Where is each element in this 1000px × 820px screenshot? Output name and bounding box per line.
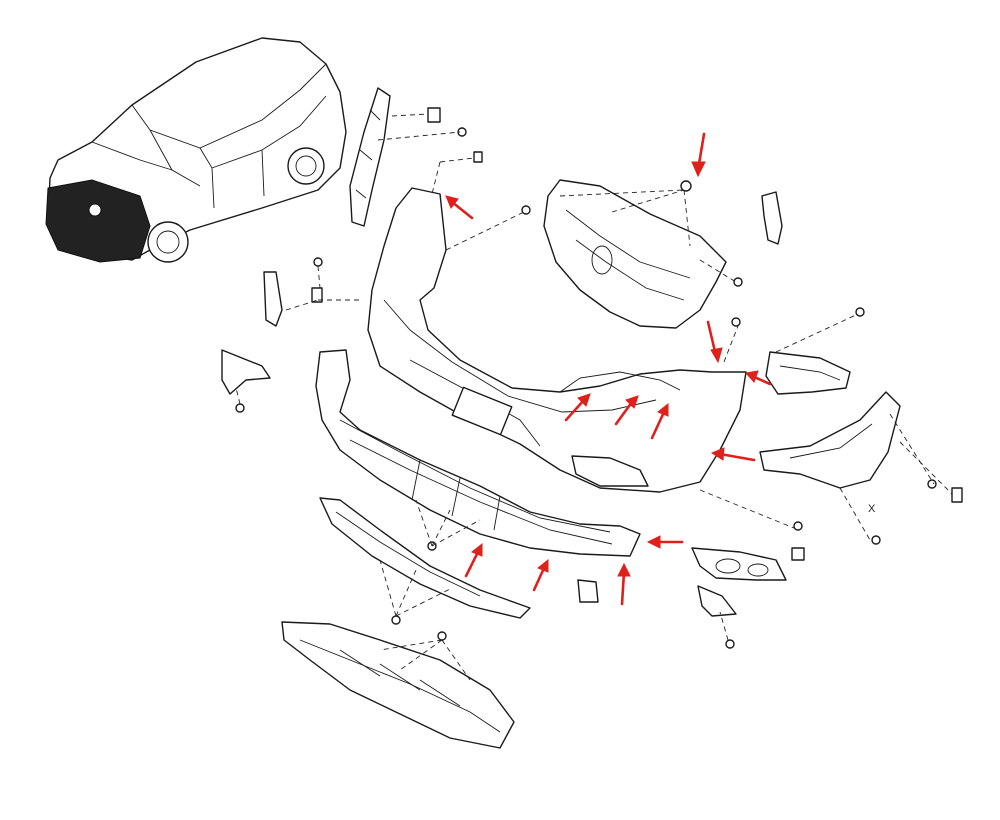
bumper-upper-cover — [367, 187, 747, 493]
attachment-arrows — [445, 132, 772, 606]
fog-lamp-bezel — [691, 547, 787, 581]
lower-right-clip — [697, 521, 881, 649]
arrow-lower-2 — [532, 558, 549, 592]
tow-eye-cover — [577, 579, 599, 603]
right-side-bracket — [759, 391, 963, 503]
fasteners-top — [311, 107, 865, 327]
arrow-cover-1 — [564, 393, 591, 422]
arrow-lower-1 — [464, 542, 483, 578]
lower-bumper-grille — [315, 349, 641, 557]
arrow-side-bracket — [710, 447, 756, 462]
vehicle-overview — [45, 37, 347, 263]
arrow-grille-top — [691, 132, 706, 178]
left-upper-bracket — [349, 87, 391, 227]
arrow-cover-2 — [614, 395, 639, 426]
right-top-bracket — [761, 191, 783, 245]
grille-frame — [543, 179, 727, 329]
arrow-lower-right — [646, 535, 684, 549]
engine-undertray — [281, 541, 515, 749]
leader-lines — [235, 113, 953, 681]
left-lower-support — [221, 349, 271, 413]
skid-plate-strip — [319, 497, 531, 619]
left-mid-bracket — [263, 271, 283, 327]
right-headlamp-bracket — [765, 351, 851, 395]
arrow-headlamp-bracket — [745, 370, 772, 386]
arrow-grille-lower — [706, 320, 723, 364]
arrow-lower-3 — [617, 562, 631, 606]
arrow-cover-3 — [650, 402, 669, 440]
arrow-upper-cover-left — [445, 195, 474, 220]
callout-label-x: X — [868, 503, 876, 515]
